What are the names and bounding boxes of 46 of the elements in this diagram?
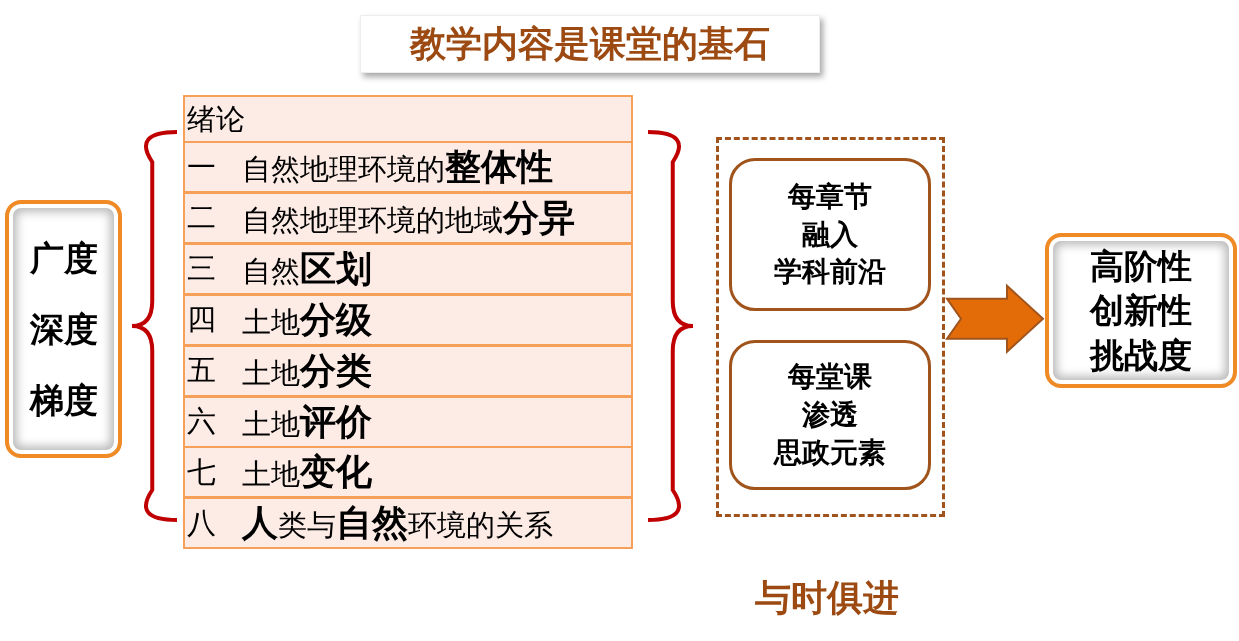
table-row <box>183 446 633 499</box>
node-text: 人类与自然环境的关系 <box>242 505 553 542</box>
rounded-box <box>729 340 931 490</box>
rounded-box <box>729 158 931 311</box>
row-number: 四 <box>187 305 217 335</box>
node-text: 思政元素 <box>774 435 886 470</box>
node-text: 融入 <box>802 217 858 252</box>
row-number: 六 <box>187 407 217 436</box>
row-number: 一 <box>187 152 217 182</box>
node-text: 土地评价 <box>242 403 372 440</box>
title-text: 教学内容是课堂的基石 <box>410 21 770 66</box>
node-text: 学科前沿 <box>774 255 886 290</box>
node-text: 土地分类 <box>242 352 372 389</box>
table-row <box>183 344 633 397</box>
rounded-box <box>1045 233 1237 388</box>
table-row <box>183 95 633 143</box>
table-row <box>183 395 633 448</box>
node-text: 深度 <box>29 312 98 346</box>
node-text: 每堂课 <box>788 360 872 395</box>
node-text: 渗透 <box>802 398 858 433</box>
node-text: 高阶性 <box>1090 246 1192 288</box>
node-text: 自然地理环境的整体性 <box>242 149 553 185</box>
table-row <box>183 242 633 295</box>
node-text: 每章节 <box>788 179 872 214</box>
node-text: 自然区划 <box>242 250 372 287</box>
node-text: 挑战度 <box>1090 334 1192 376</box>
row-number: 五 <box>187 356 217 386</box>
row-number: 八 <box>187 508 217 538</box>
node-text: 绪论 <box>187 104 245 134</box>
node-text: 土地分级 <box>242 301 372 338</box>
caption-text: 与时俱进 <box>755 576 899 620</box>
node-text: 自然地理环境的地域分异 <box>242 199 575 236</box>
rounded-box <box>5 200 122 458</box>
node-text: 梯度 <box>29 383 98 418</box>
table-row <box>183 141 633 193</box>
arrow <box>945 283 1045 355</box>
node-text: 广度 <box>29 240 98 275</box>
row-number: 三 <box>187 254 217 284</box>
node-text: 土地变化 <box>242 454 372 491</box>
table-row <box>183 191 633 244</box>
row-number: 七 <box>187 457 217 487</box>
node-text: 创新性 <box>1090 290 1192 332</box>
row-number: 二 <box>187 203 217 233</box>
table-row <box>183 497 633 550</box>
table-row <box>183 293 633 346</box>
dashed-group-box <box>716 137 945 517</box>
